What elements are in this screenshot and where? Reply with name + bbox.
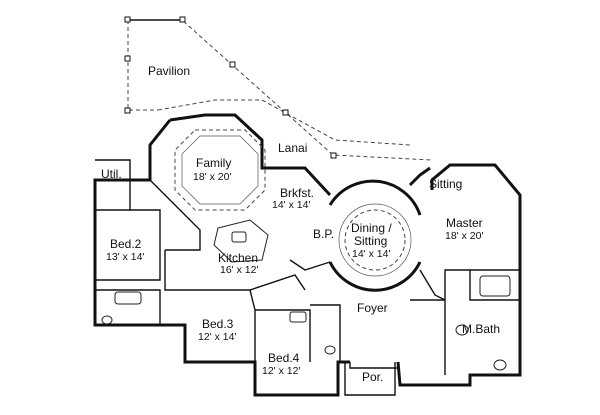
master-label: Master xyxy=(446,216,483,230)
exterior-walls xyxy=(93,113,522,397)
foyer-label: Foyer xyxy=(357,301,388,315)
interior-walls xyxy=(95,159,520,396)
bed4-label: Bed.4 xyxy=(268,351,300,365)
dining-size: 14' x 14' xyxy=(352,248,390,260)
dining-label-2: Sitting xyxy=(354,234,387,248)
bed3-label: Bed.3 xyxy=(202,317,234,331)
bp-label: B.P. xyxy=(313,227,334,241)
lanai-label: Lanai xyxy=(278,141,307,155)
kitchen-size: 16' x 12' xyxy=(220,264,258,276)
brkfst-size: 14' x 14' xyxy=(272,199,310,211)
bed2-label: Bed.2 xyxy=(110,237,142,251)
bed3-size: 12' x 14' xyxy=(198,331,236,343)
dining-label: Dining / xyxy=(351,221,392,235)
bath-fixtures xyxy=(101,275,511,371)
master-size: 18' x 20' xyxy=(445,230,483,242)
bed4-size: 12' x 12' xyxy=(262,365,300,377)
util-label: Util. xyxy=(101,167,122,181)
room-labels: Pavilion Lanai Family 18' x 20' Util. Br… xyxy=(101,64,500,384)
kitchen-label: Kitchen xyxy=(218,251,258,265)
mbath-label: M.Bath xyxy=(462,322,500,336)
family-label: Family xyxy=(196,156,231,170)
dining-rotunda xyxy=(328,179,422,292)
bed2-size: 13' x 14' xyxy=(106,251,144,263)
sitting-label: Sitting xyxy=(429,177,462,191)
kitchen-island xyxy=(213,219,269,263)
pavilion-outline xyxy=(124,16,433,161)
family-room-ceiling xyxy=(174,129,266,211)
brkfst-label: Brkfst. xyxy=(280,186,314,200)
porch-label: Por. xyxy=(362,370,383,384)
family-size: 18' x 20' xyxy=(193,171,231,183)
pavilion-label: Pavilion xyxy=(148,64,190,78)
